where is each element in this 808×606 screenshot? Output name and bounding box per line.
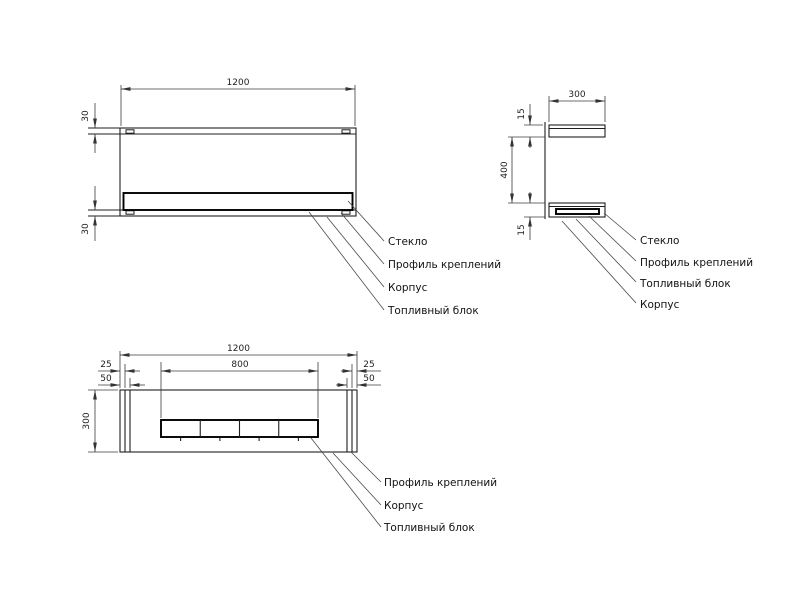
side-view: 300 15 400 15 Стекло Профиль креплений Т… <box>500 90 753 311</box>
side-view-callouts: Стекло Профиль креплений Топливный блок … <box>561 212 753 311</box>
front-dim-width: 1200 <box>227 78 250 88</box>
plan-dim-inset-right: 25 <box>363 360 374 370</box>
front-view-body <box>88 127 357 217</box>
front-dim-bottom-strip: 30 <box>81 223 91 235</box>
plan-housing-outline <box>119 389 358 453</box>
front-callout-body: Корпус <box>388 282 428 294</box>
front-view-dimensions: 1200 30 30 <box>81 78 356 241</box>
side-bottom-block <box>548 202 606 218</box>
plan-dim-width: 1200 <box>227 344 250 354</box>
side-callout-fuel: Топливный блок <box>639 278 731 290</box>
side-top-shelf <box>548 124 606 138</box>
plan-view-dimensions: 1200 800 25 25 50 50 300 <box>82 344 381 453</box>
front-glass-panel <box>122 192 354 211</box>
front-dim-top-strip: 30 <box>81 110 91 122</box>
front-callout-glass: Стекло <box>388 236 427 248</box>
side-dim-height: 400 <box>500 161 510 178</box>
side-fuel-block <box>555 208 600 215</box>
side-callout-body: Корпус <box>640 299 680 311</box>
plan-dim-inset-left: 25 <box>100 360 111 370</box>
side-callout-profile: Профиль креплений <box>640 257 753 269</box>
plan-dim-burner-width: 800 <box>231 360 248 370</box>
plan-dim-depth: 300 <box>82 412 92 429</box>
front-view-callouts: Стекло Профиль креплений Корпус Топливны… <box>308 200 501 317</box>
front-housing-outline <box>119 127 357 217</box>
front-callout-profile: Профиль креплений <box>388 259 501 271</box>
side-dim-bottom: 15 <box>517 224 527 235</box>
plan-dim-wall-right: 50 <box>363 374 375 384</box>
side-callout-glass: Стекло <box>640 235 679 247</box>
plan-callout-fuel: Топливный блок <box>383 522 475 534</box>
plan-callout-profile: Профиль креплений <box>384 477 497 489</box>
front-mount-clip <box>125 129 135 134</box>
side-view-body <box>544 122 606 219</box>
front-callout-fuel: Топливный блок <box>387 305 479 317</box>
side-dim-depth: 300 <box>568 90 585 100</box>
front-mount-clip <box>341 210 351 215</box>
side-dim-top: 15 <box>517 108 527 119</box>
front-mount-clip <box>125 210 135 215</box>
front-mount-clip <box>341 129 351 134</box>
side-view-dimensions: 300 15 400 15 <box>500 90 606 240</box>
plan-view: 1200 800 25 25 50 50 300 Про <box>82 344 497 534</box>
plan-view-callouts: Профиль креплений Корпус Топливный блок <box>310 437 497 534</box>
plan-view-body <box>119 389 358 453</box>
plan-callout-body: Корпус <box>384 500 424 512</box>
plan-dim-wall-left: 50 <box>100 374 112 384</box>
front-view: 1200 30 30 Стекло Профиль креплений Корп… <box>81 78 501 317</box>
